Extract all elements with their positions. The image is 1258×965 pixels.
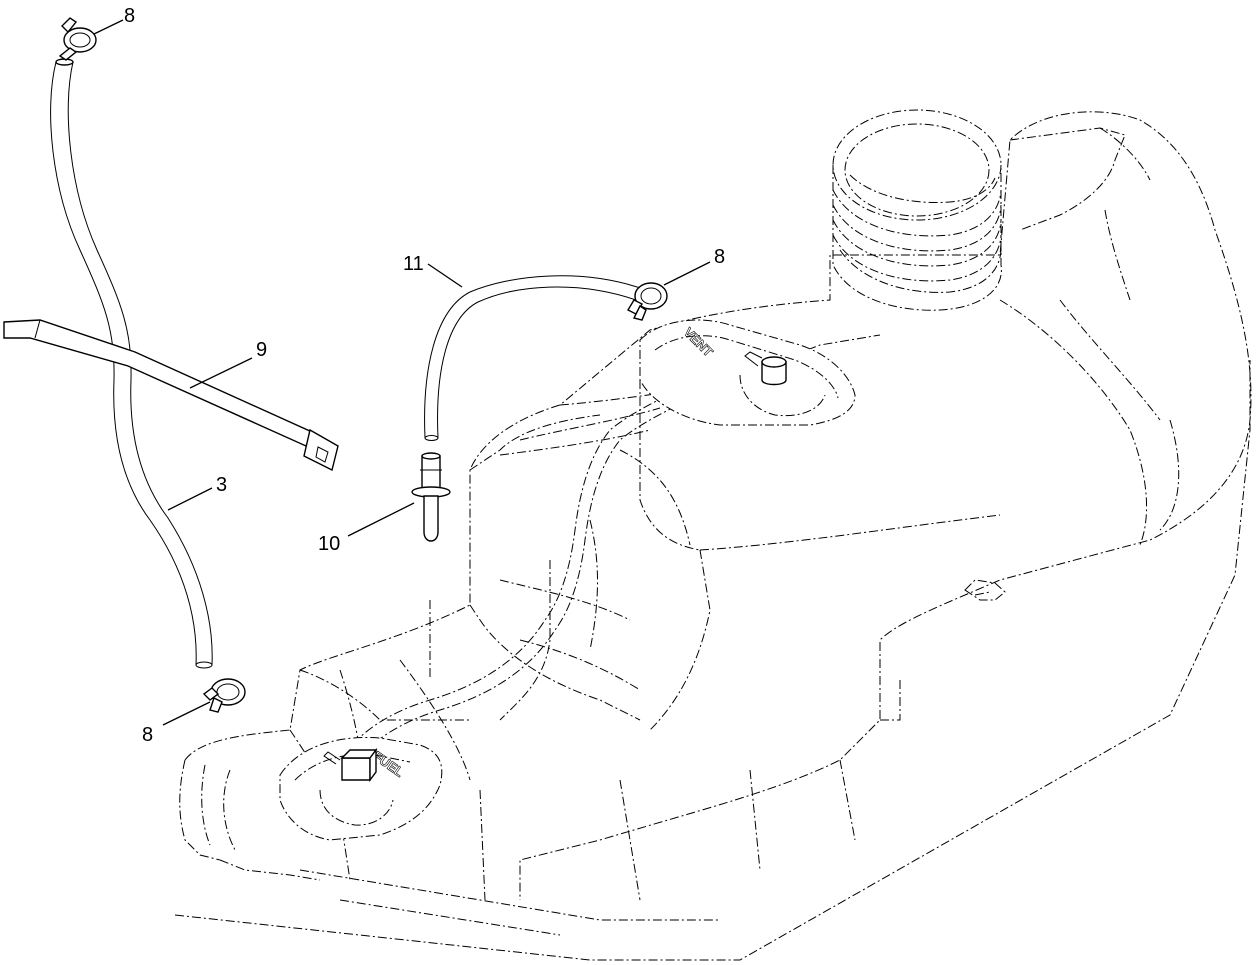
- fuel-tank: [174, 109, 1252, 961]
- hose-vent: [424, 275, 641, 441]
- clamp-bottom: [202, 678, 246, 713]
- upper-tank-fitting: [744, 351, 787, 386]
- callout-hose-main: 3: [167, 474, 227, 511]
- clamp-right: [627, 282, 668, 321]
- callout-clamp-bottom: 8: [142, 701, 211, 746]
- lower-tank-fitting: [323, 747, 378, 783]
- callout-label: 9: [256, 339, 267, 361]
- callout-label: 10: [318, 533, 340, 555]
- cable-tie: [3, 319, 339, 472]
- callout-clamp-top: 8: [93, 5, 135, 35]
- callout-cable-tie: 9: [189, 339, 267, 389]
- hose-main: [50, 58, 213, 669]
- callout-label: 8: [124, 5, 135, 27]
- callout-label: 8: [142, 724, 153, 746]
- callout-hose-vent: 11: [403, 253, 463, 288]
- clamp-top: [58, 17, 97, 61]
- callout-clamp-right: 8: [663, 246, 725, 286]
- fitting-10: [411, 452, 451, 542]
- callout-label: 8: [714, 246, 725, 268]
- callout-label: 3: [216, 474, 227, 496]
- callout-label: 11: [403, 253, 424, 275]
- callout-fitting: 10: [318, 502, 415, 555]
